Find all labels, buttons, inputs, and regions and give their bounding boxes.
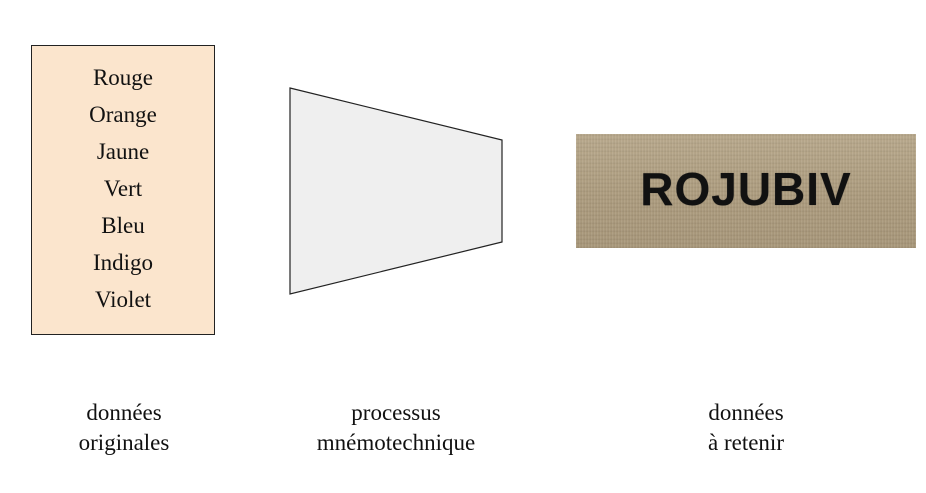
- caption-result-line-2: à retenir: [708, 430, 784, 455]
- mnemonic-process-funnel: [289, 87, 503, 295]
- caption-result-line-1: données: [708, 400, 784, 425]
- color-item-vert: Vert: [103, 176, 143, 201]
- original-data-box: Rouge Orange Jaune Vert Bleu Indigo Viol…: [31, 45, 215, 335]
- caption-process-line-1: processus: [351, 400, 441, 425]
- caption-mnemonic-process: processus mnémotechnique: [286, 398, 506, 458]
- caption-original-data: données originales: [24, 398, 224, 458]
- funnel-shape: [289, 87, 503, 295]
- color-item-rouge: Rouge: [92, 65, 154, 90]
- retained-data-card: ROJUBIV: [576, 134, 916, 248]
- caption-retained-data: données à retenir: [646, 398, 846, 458]
- caption-original-line-2: originales: [78, 430, 170, 455]
- caption-original-line-1: données: [86, 400, 162, 425]
- color-item-jaune: Jaune: [96, 139, 150, 164]
- mnemonic-word: ROJUBIV: [640, 163, 852, 215]
- color-item-indigo: Indigo: [92, 250, 154, 275]
- color-item-orange: Orange: [89, 102, 157, 127]
- color-item-violet: Violet: [94, 287, 152, 312]
- color-item-bleu: Bleu: [101, 213, 145, 238]
- caption-process-line-2: mnémotechnique: [316, 430, 476, 455]
